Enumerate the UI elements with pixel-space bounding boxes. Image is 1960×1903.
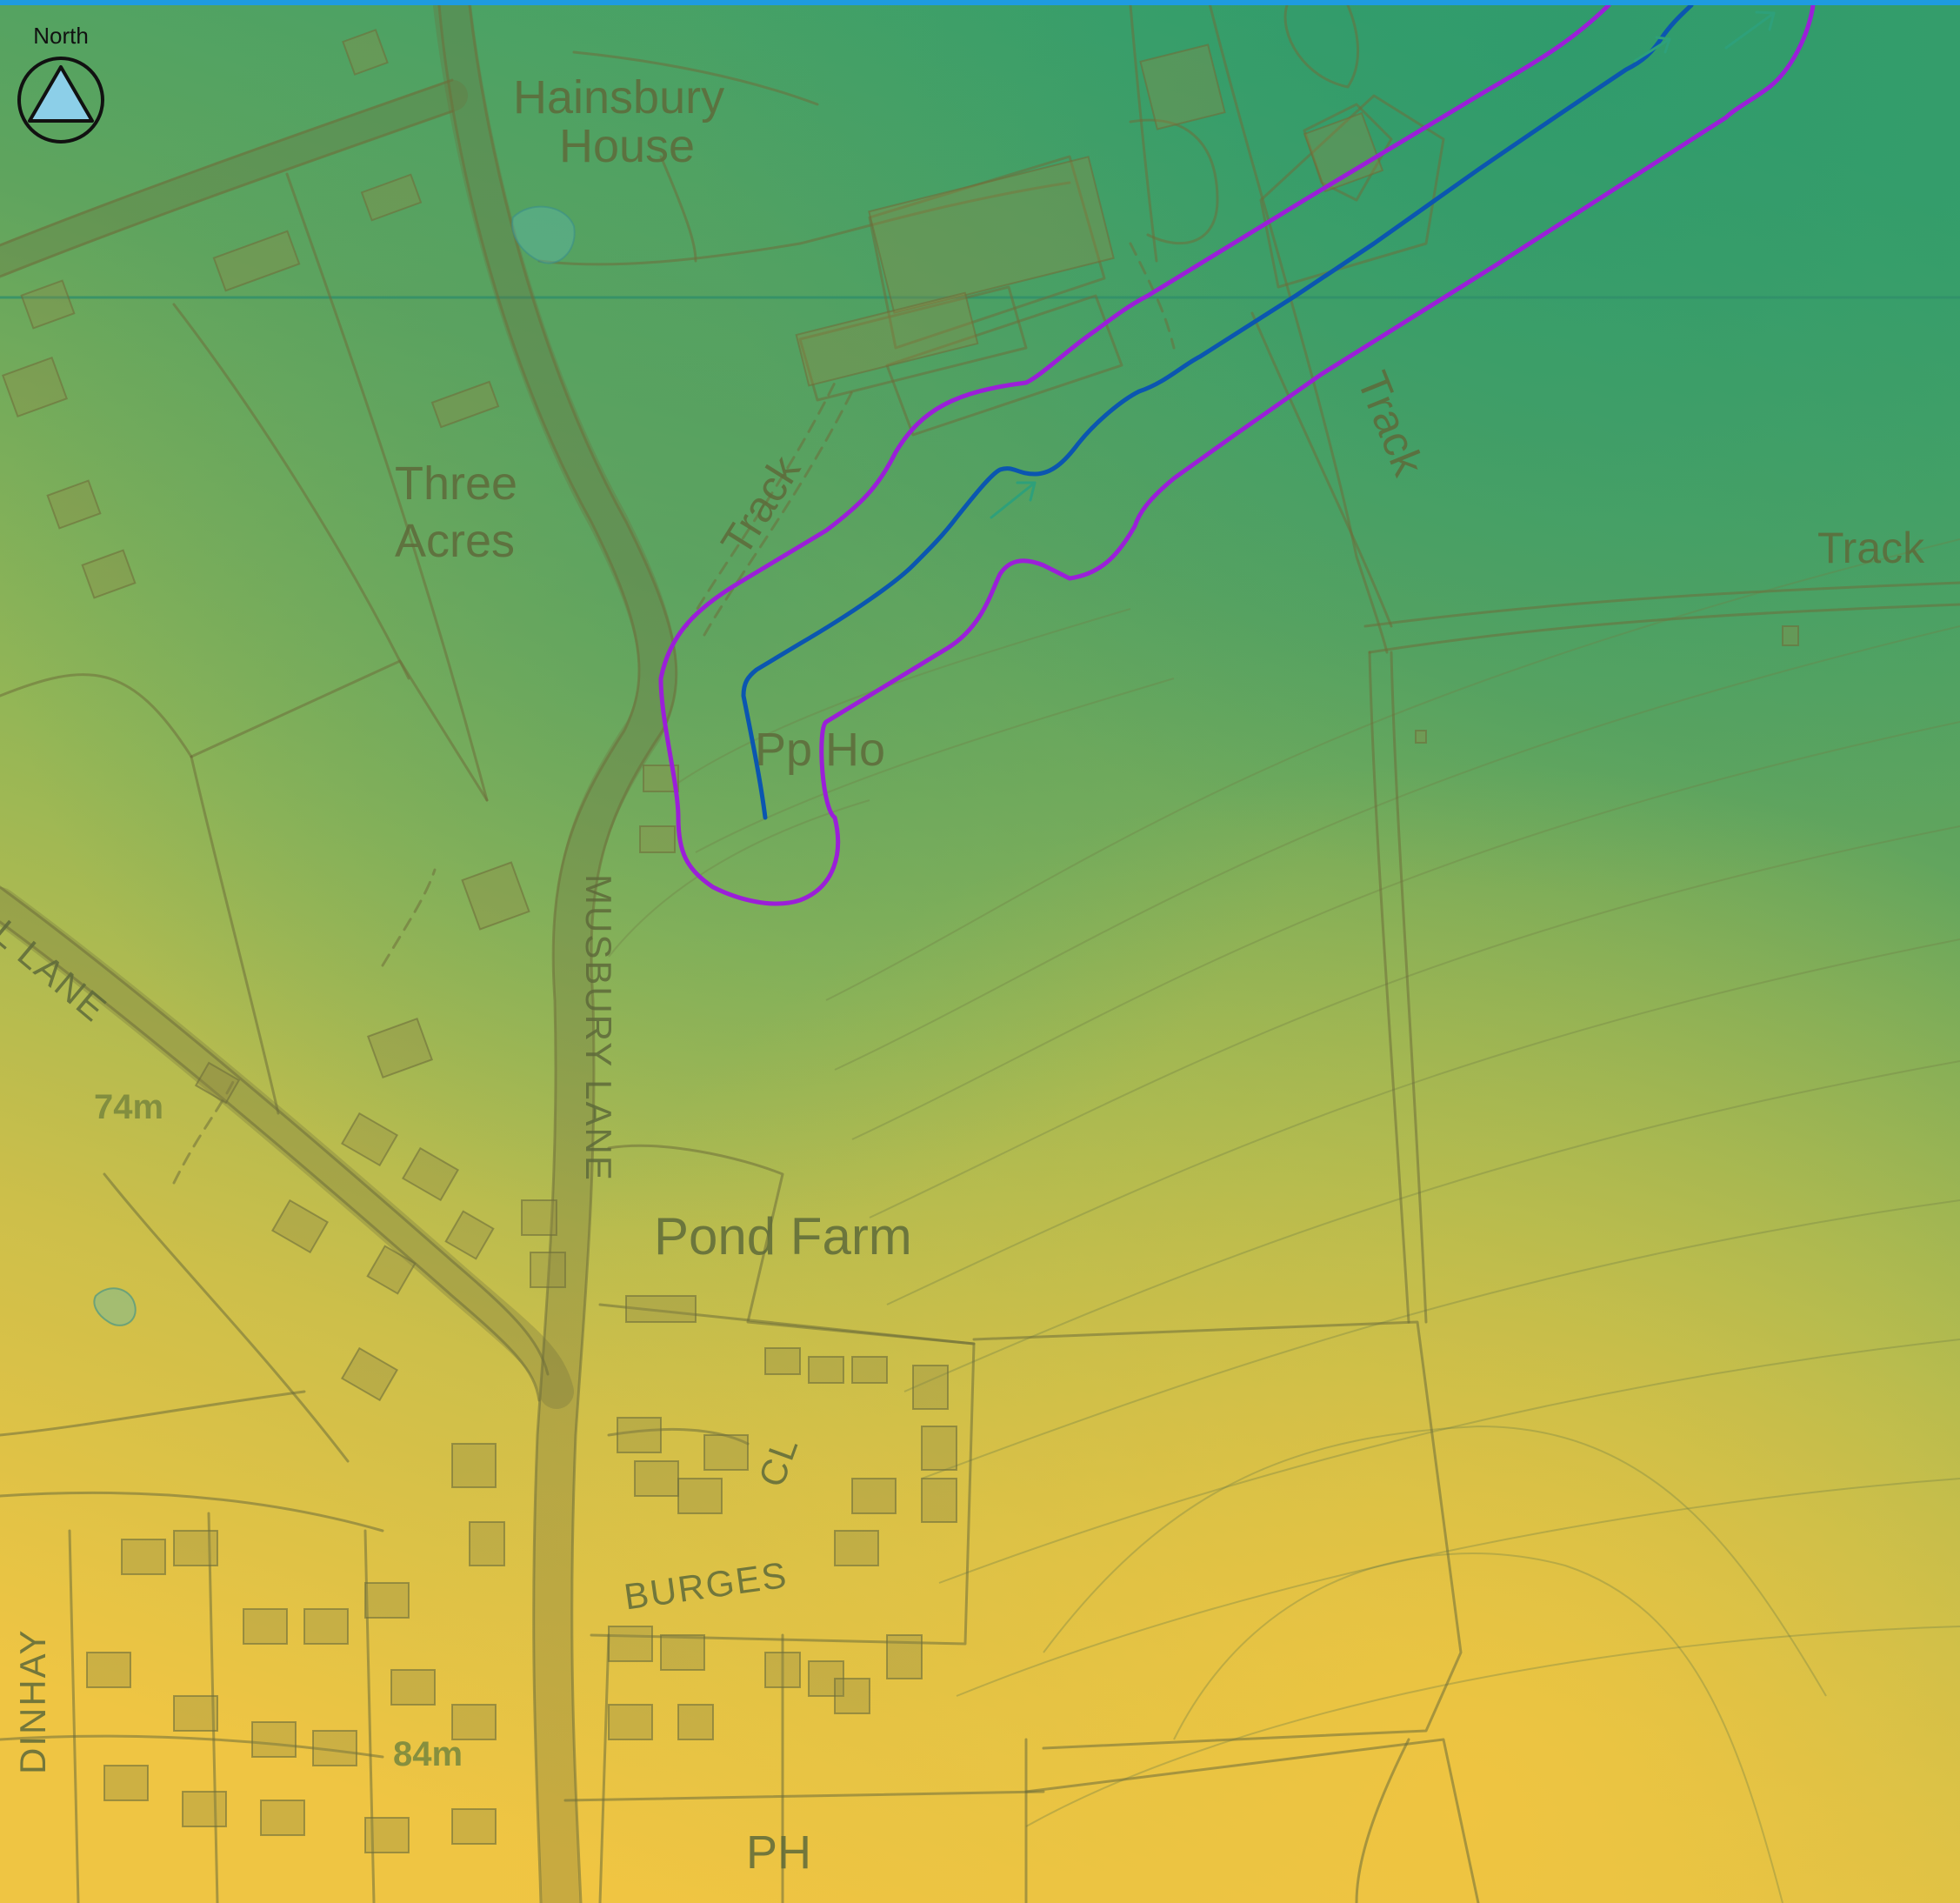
label-track-3: Track bbox=[1817, 524, 1925, 572]
label-ph: PH bbox=[746, 1826, 812, 1879]
north-arrow: North bbox=[14, 23, 108, 150]
label-height-84: 84m bbox=[393, 1735, 463, 1773]
route-buffer bbox=[658, 3, 1816, 906]
label-hainsbury-house-1: Hainsbury bbox=[513, 71, 725, 124]
label-three-acres-2: Acres bbox=[395, 515, 516, 567]
route-line bbox=[741, 3, 1694, 820]
label-dinhay: DINHAY bbox=[12, 1628, 53, 1774]
label-hainsbury-house-2: House bbox=[559, 120, 696, 172]
label-pond-farm: Pond Farm bbox=[654, 1207, 912, 1265]
top-bar bbox=[0, 0, 1960, 5]
label-three-acres-1: Three bbox=[395, 457, 518, 510]
buildings bbox=[1, 29, 1799, 1853]
north-label: North bbox=[33, 23, 89, 49]
label-pp-ho: Pp Ho bbox=[755, 724, 886, 776]
water-features bbox=[93, 205, 576, 1326]
label-musbury-lane: MUSBURY LANE bbox=[578, 874, 619, 1182]
label-height-74: 74m bbox=[94, 1088, 164, 1126]
flow-arrows bbox=[990, 10, 1776, 519]
north-triangle-icon bbox=[17, 57, 104, 144]
